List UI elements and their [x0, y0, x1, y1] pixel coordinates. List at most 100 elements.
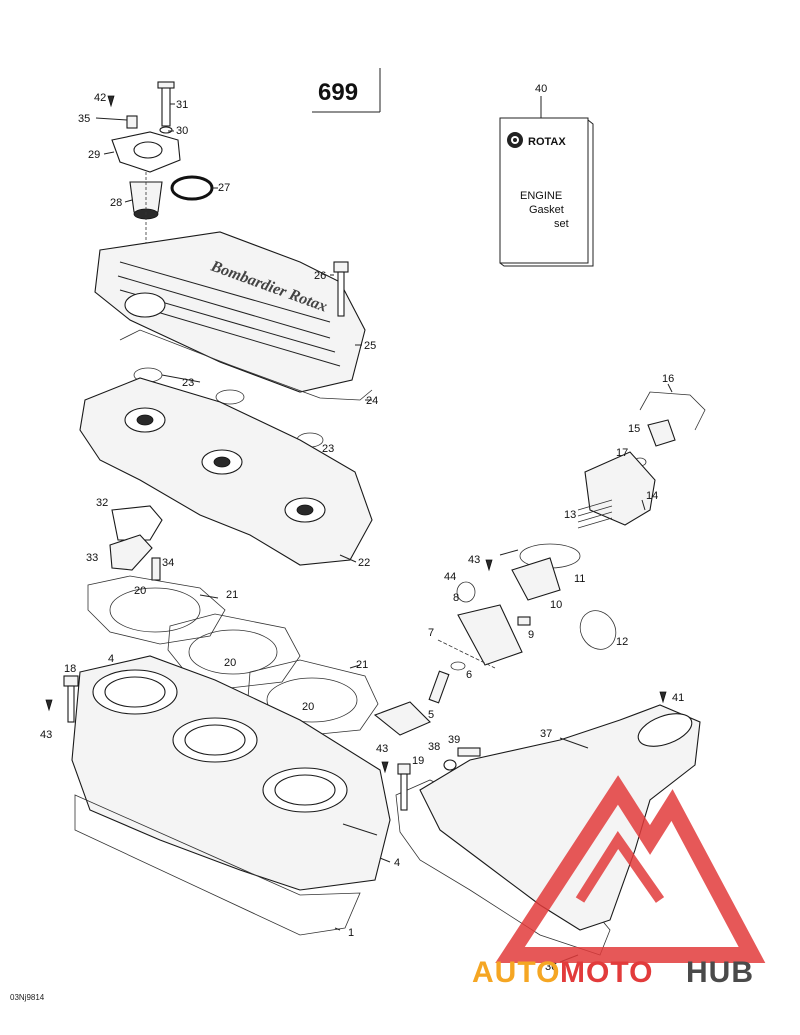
callout-43-left: 43	[40, 729, 52, 741]
plug-35	[126, 115, 138, 129]
cylinder-block	[71, 655, 391, 891]
callout-31: 31	[176, 99, 188, 111]
o-ring-20b	[188, 629, 278, 675]
cylinder-block-body	[71, 655, 391, 891]
kit-box-shadow	[499, 119, 594, 267]
callout-43-right: 43	[376, 743, 388, 755]
stud-18	[67, 685, 75, 723]
callout-44: 44	[444, 571, 456, 583]
callout-labels: 1 4 4 5 6 7 8 9 10 11 12 13 14 15 16 17 …	[40, 83, 684, 973]
watermark-triangle-icon	[495, 775, 766, 963]
cylinder-head-22	[79, 377, 373, 566]
page-number: 699	[318, 79, 358, 106]
page-number-group: 699	[312, 68, 381, 113]
bolt-26	[333, 261, 349, 317]
leader-lines	[95, 103, 673, 963]
o-ring-20c	[266, 677, 358, 723]
kit-brand: ROTAX	[528, 136, 566, 148]
callout-35: 35	[78, 113, 90, 125]
washer-38	[443, 759, 457, 771]
head-gasket-21b	[167, 613, 301, 689]
cover-14	[584, 451, 656, 526]
sealant-42-icon	[107, 95, 115, 108]
watermark-auto: AUTO	[472, 956, 560, 989]
callout-1: 1	[348, 927, 354, 939]
sealant-41-icon	[659, 691, 667, 704]
callout-29: 29	[88, 149, 100, 161]
stud-19-head	[397, 763, 411, 775]
callout-38: 38	[428, 741, 440, 753]
callout-12: 12	[616, 636, 628, 648]
o-ring-27	[170, 175, 214, 201]
callout-33: 33	[86, 552, 98, 564]
callout-32: 32	[96, 497, 108, 509]
o-ring-12	[579, 610, 617, 650]
exhaust-group	[107, 95, 701, 956]
o-ring-44	[456, 581, 476, 603]
kit-line2: Gasket	[529, 204, 564, 216]
callout-20-c: 20	[302, 701, 314, 713]
head-cover-body	[94, 231, 366, 393]
spring-clip-16	[639, 391, 706, 431]
callout-15: 15	[628, 423, 640, 435]
rotax-logo-icon	[507, 132, 523, 148]
callout-16: 16	[662, 373, 674, 385]
head-cover-port	[124, 292, 166, 318]
sealant-43-left-icon	[45, 699, 53, 712]
callout-13: 13	[564, 509, 576, 521]
head-gasket-21a	[87, 575, 226, 645]
callout-6: 6	[466, 669, 472, 681]
callout-27: 27	[218, 182, 230, 194]
screw-34	[151, 557, 161, 581]
kit-line3: set	[554, 218, 569, 230]
stud-18-head	[63, 675, 79, 687]
thermostat-group	[111, 81, 214, 300]
watermark-moto: MOTO	[560, 956, 653, 989]
head-cover-25: Bombardier Rotax	[94, 231, 373, 401]
callout-5: 5	[428, 709, 434, 721]
outlet-fitting-33	[109, 534, 153, 571]
callout-21-a: 21	[226, 589, 238, 601]
gasket-7	[437, 639, 496, 669]
callout-36: 36	[545, 961, 557, 973]
callout-4-top: 4	[108, 653, 114, 665]
callout-24: 24	[366, 395, 378, 407]
o-ring-20a	[109, 587, 201, 633]
callout-41: 41	[672, 692, 684, 704]
sealant-43-valve-icon	[485, 559, 493, 572]
sealant-43-right-icon	[381, 761, 389, 774]
callout-8: 8	[453, 592, 459, 604]
o-ring-23b	[215, 389, 245, 405]
callout-22: 22	[358, 557, 370, 569]
outlet-gasket-32	[111, 505, 163, 541]
callout-19: 19	[412, 755, 424, 767]
callout-25: 25	[364, 340, 376, 352]
callout-23-a: 23	[182, 377, 194, 389]
callout-43-valve: 43	[468, 554, 480, 566]
callout-20-a: 20	[134, 585, 146, 597]
callout-34: 34	[162, 557, 174, 569]
bolt-31-head	[157, 81, 175, 89]
callout-7: 7	[428, 627, 434, 639]
callout-4-bottom: 4	[394, 857, 400, 869]
valve-housing-8	[457, 604, 523, 666]
callout-9: 9	[528, 629, 534, 641]
valve-stem-5	[428, 670, 450, 704]
stud-19	[400, 773, 408, 811]
rave-valve-group	[373, 391, 706, 736]
washer-30	[159, 126, 173, 134]
gasket-kit-box: ROTAX ENGINE Gasket set	[499, 96, 594, 267]
callout-21-b: 21	[356, 659, 368, 671]
callout-40: 40	[535, 83, 547, 95]
valve-blade-5	[373, 701, 431, 736]
callout-26: 26	[314, 270, 326, 282]
exhaust-manifold-37	[419, 704, 701, 931]
callout-20-b: 20	[224, 657, 236, 669]
knob-15	[647, 419, 676, 447]
base-gasket-1	[74, 794, 361, 936]
callout-10: 10	[550, 599, 562, 611]
thermostat-cover-bore	[133, 141, 163, 159]
spring-13	[577, 499, 613, 529]
head-gasket-24	[119, 329, 373, 401]
kit-line1: ENGINE	[520, 190, 562, 202]
